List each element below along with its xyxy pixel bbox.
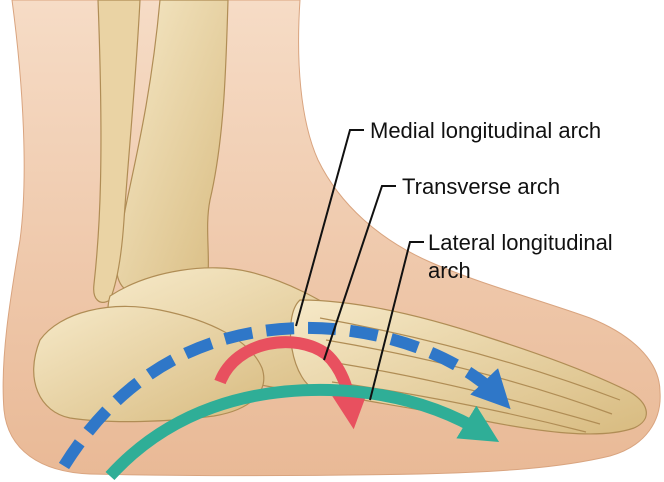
lateral-arch-label-line1: Lateral longitudinal xyxy=(428,230,613,256)
transverse-arch-label: Transverse arch xyxy=(402,174,560,200)
medial-arch-label: Medial longitudinal arch xyxy=(370,118,601,144)
lateral-arch-label-line2: arch xyxy=(428,258,471,284)
